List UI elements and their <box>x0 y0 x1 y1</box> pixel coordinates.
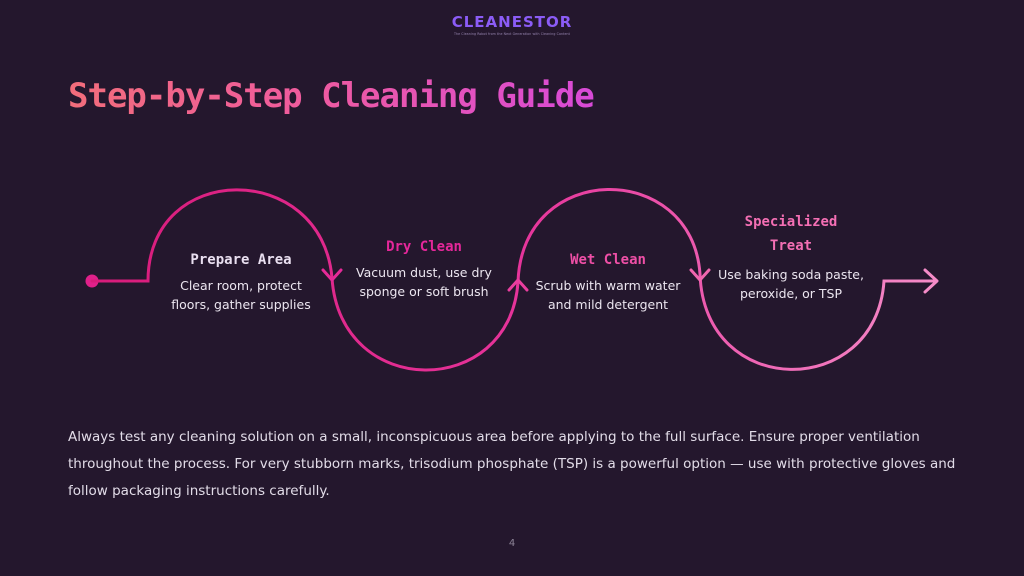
step-title: Wet Clean <box>570 252 646 268</box>
step-title: Prepare Area <box>190 252 292 268</box>
step-prepare-area: Prepare Area Clear room, protect floors,… <box>160 248 322 314</box>
arrow-down-icon-1 <box>321 268 343 282</box>
step-description: Scrub with warm water and mild detergent <box>535 278 681 312</box>
page-number: 4 <box>508 538 516 549</box>
step-wet-clean: Wet Clean Scrub with warm water and mild… <box>530 248 686 314</box>
step-description: Clear room, protect floors, gather suppl… <box>171 278 311 312</box>
brand-name: CLEANESTOR <box>451 13 573 31</box>
step-dry-clean: Dry Clean Vacuum dust, use dry sponge or… <box>344 235 504 301</box>
step-description: Use baking soda paste, peroxide, or TSP <box>718 267 864 301</box>
arrow-right-icon <box>923 268 939 294</box>
brand-tagline: The Cleaning Robot from the Next Generat… <box>453 32 571 36</box>
step-specialized-treat: Specialized Treat Use baking soda paste,… <box>714 210 868 303</box>
arrow-down-icon-2 <box>689 268 711 282</box>
arrow-up-icon <box>507 278 529 292</box>
brand-logo: CLEANESTOR The Cleaning Robot from the N… <box>0 13 1024 36</box>
page-title: Step-by-Step Cleaning Guide <box>68 76 595 116</box>
cleaning-tip-paragraph: Always test any cleaning solution on a s… <box>68 429 956 499</box>
step-title: Specialized Treat <box>744 214 838 254</box>
step-title: Dry Clean <box>386 239 462 255</box>
step-description: Vacuum dust, use dry sponge or soft brus… <box>356 265 492 299</box>
